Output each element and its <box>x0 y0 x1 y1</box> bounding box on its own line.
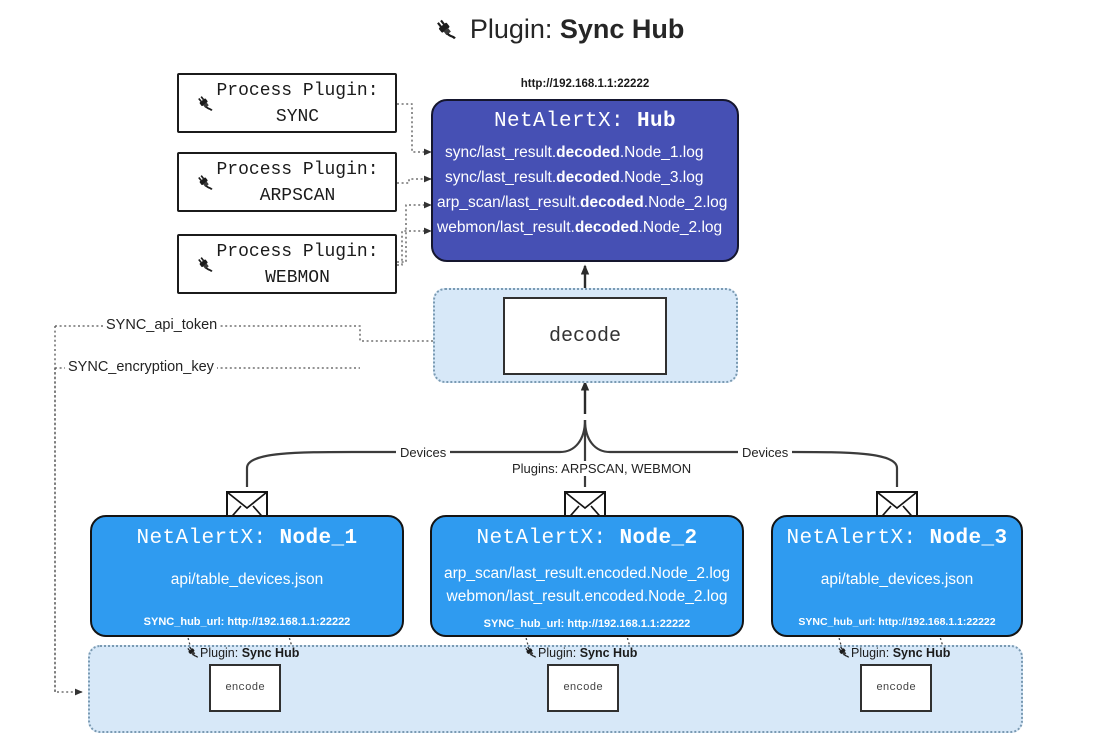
title-name: Sync Hub <box>559 14 685 44</box>
process-plugin-line2: ARPSCAN <box>259 186 336 206</box>
sync-encryption-key-label: SYNC_encryption_key <box>65 359 217 375</box>
hub-box[interactable]: NetAlertX: Hub sync/last_result.decoded.… <box>431 99 739 262</box>
encode-box-3[interactable]: encode <box>860 664 932 712</box>
process-plugin-arpscan[interactable]: Process Plugin: ARPSCAN <box>177 152 397 212</box>
process-plugin-line1: Process Plugin: <box>216 159 379 180</box>
plug-icon <box>195 170 216 196</box>
decode-box[interactable]: decode <box>503 297 667 375</box>
encode-box-1[interactable]: encode <box>209 664 281 712</box>
node-line: api/table_devices.json <box>820 571 974 588</box>
hub-title: NetAlertX: Hub <box>493 110 677 133</box>
sync-api-token-label: SYNC_api_token <box>103 317 221 333</box>
hub-url-label: http://192.168.1.1:22222 <box>520 78 650 90</box>
plug-icon <box>523 646 538 660</box>
node-box-2[interactable]: NetAlertX: Node_2 arp_scan/last_result.e… <box>430 515 744 637</box>
node-hub-url: SYNC_hub_url: http://192.168.1.1:22222 <box>143 616 351 629</box>
node-box-1[interactable]: NetAlertX: Node_1 api/table_devices.json… <box>90 515 404 637</box>
page-title: Plugin: Sync Hub <box>0 14 1117 45</box>
encode-label: encode <box>876 682 916 694</box>
plug-icon <box>185 646 200 660</box>
process-plugin-line2: SYNC <box>275 107 320 127</box>
node-line: api/table_devices.json <box>170 571 324 588</box>
node-title: NetAlertX: Node_3 <box>786 527 1008 550</box>
node-title: NetAlertX: Node_1 <box>136 527 358 550</box>
hub-log-row: sync/last_result.decoded.Node_3.log <box>445 169 704 187</box>
plug-icon <box>195 91 216 117</box>
hub-log-row: webmon/last_result.decoded.Node_2.log <box>437 219 723 237</box>
plug-icon <box>433 14 466 44</box>
encode-label: encode <box>225 682 265 694</box>
encoder-plugin-label-3: Plugin: Sync Hub <box>836 645 950 660</box>
decode-label: decode <box>548 324 621 348</box>
hub-log-row: sync/last_result.decoded.Node_1.log <box>445 144 704 161</box>
devices-right-label: Devices <box>738 445 793 460</box>
encoder-plugin-label-2: Plugin: Sync Hub <box>523 645 637 660</box>
process-plugin-webmon[interactable]: Process Plugin: WEBMON <box>177 234 397 294</box>
plugins-middle-label: Plugins: ARPSCAN, WEBMON <box>508 461 696 476</box>
node-line: arp_scan/last_result.encoded.Node_2.log <box>443 565 731 582</box>
encode-label: encode <box>563 682 603 694</box>
devices-left-label: Devices <box>396 445 451 460</box>
hub-log-row: arp_scan/last_result.decoded.Node_2.log <box>437 194 728 212</box>
node-line: webmon/last_result.encoded.Node_2.log <box>446 588 728 606</box>
node-hub-url: SYNC_hub_url: http://192.168.1.1:22222 <box>798 616 996 629</box>
encoder-plugin-label-1: Plugin: Sync Hub <box>185 645 299 660</box>
plug-icon <box>836 646 851 660</box>
process-plugin-sync[interactable]: Process Plugin: SYNC <box>177 73 397 133</box>
plug-icon <box>195 252 216 278</box>
encode-box-2[interactable]: encode <box>547 664 619 712</box>
process-plugin-line1: Process Plugin: <box>216 80 379 101</box>
process-plugin-line2: WEBMON <box>265 268 330 288</box>
title-prefix: Plugin: <box>469 14 560 44</box>
node-title: NetAlertX: Node_2 <box>476 527 698 550</box>
node-box-3[interactable]: NetAlertX: Node_3 api/table_devices.json… <box>771 515 1023 637</box>
process-plugin-line1: Process Plugin: <box>216 241 379 262</box>
node-hub-url: SYNC_hub_url: http://192.168.1.1:22222 <box>483 617 691 630</box>
